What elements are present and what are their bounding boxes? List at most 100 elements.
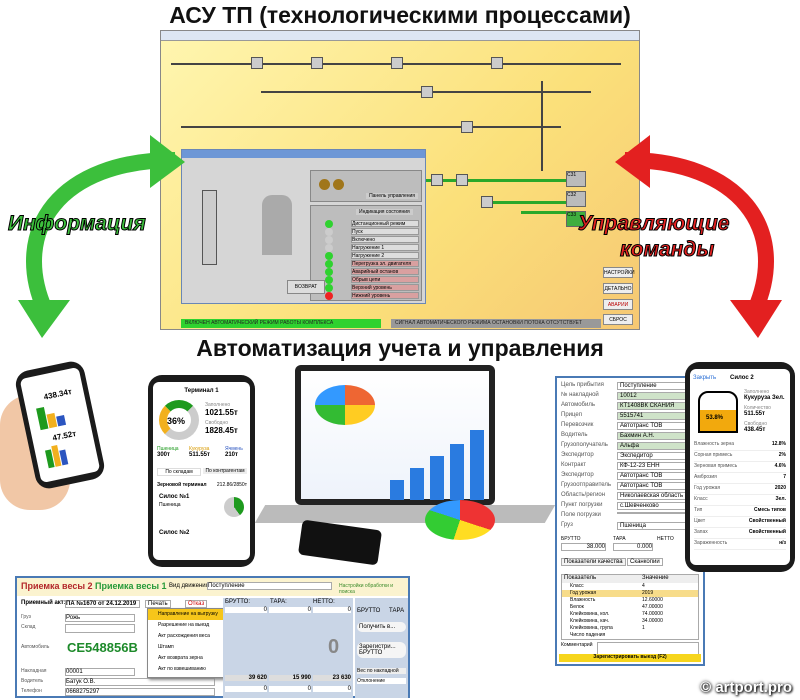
scada-window: С31 С32 С33 Панель управления Индикация … — [160, 30, 640, 330]
print-menu-item[interactable]: Акт по взвешиванию — [158, 666, 206, 672]
refuse-button[interactable]: Отказ — [185, 600, 208, 608]
tara-field[interactable]: 0.000 — [613, 543, 653, 551]
act-select[interactable]: ПА №1670 от 24.12.2019 — [65, 600, 140, 608]
field-label: Накладная — [21, 668, 47, 674]
silo-c31[interactable]: С31 — [566, 171, 586, 187]
status-lamp-icon — [325, 284, 333, 292]
field-label: Автомобиль — [21, 644, 50, 650]
tara-value[interactable]: 0 — [269, 607, 311, 613]
brutto-value[interactable]: 0 — [225, 607, 267, 613]
laptop-keyboard — [254, 505, 556, 523]
register-brutto-button[interactable]: Зарегистри... БРУТТО — [357, 642, 406, 658]
reset-button[interactable]: СБРОС — [603, 314, 633, 325]
indicator-label: Пуск — [351, 228, 419, 235]
form-row: Поле погрузки — [561, 512, 699, 521]
status-lamp-icon — [325, 228, 333, 236]
terminal-title: Терминал 1 — [184, 388, 219, 394]
status-lamp-icon — [325, 268, 333, 276]
movement-select[interactable]: Поступление — [207, 582, 332, 590]
table-row[interactable]: Клейковина, кол.74.00000 — [570, 611, 663, 617]
tab-scale-1[interactable]: Приемка весы 1 — [95, 581, 167, 591]
right-arrowhead-bottom-icon — [730, 300, 782, 338]
driver-field[interactable]: Батук О.В. — [65, 678, 215, 686]
silo-c32[interactable]: С32 — [566, 191, 586, 207]
tab-by-warehouses[interactable]: По складам — [157, 468, 201, 476]
invoice-field[interactable]: 00001 — [65, 668, 135, 676]
field-label: Склад — [21, 624, 36, 630]
tab-quality[interactable]: Показатели качества — [561, 558, 626, 566]
fill-percent: 36% — [167, 416, 186, 426]
stop-signal-status: СИГНАЛ АВТОМАТИЧЕСКОГО РЕЖИМА ОСТАНОВКИ … — [391, 319, 601, 328]
silo-2-item[interactable]: Силос №2 — [159, 530, 190, 536]
tab-scale-2[interactable]: Приемка весы 2 — [21, 581, 93, 591]
commands-label-1: Управляющие — [577, 212, 730, 236]
status-lamp-icon — [325, 276, 333, 284]
silo-1-pie — [224, 497, 244, 517]
field-label: Груз — [21, 614, 31, 620]
alarms-button[interactable]: АВАРИИ — [603, 299, 633, 310]
weighing-app-header: Приемка весы 2 Приемка весы 1 Вид движен… — [17, 578, 408, 596]
return-button[interactable]: ВОЗВРАТ — [287, 280, 325, 294]
netto-total: 23 630 — [313, 675, 351, 681]
indicator-label: Включено — [351, 236, 419, 243]
middle-title: Автоматизация учета и управления — [196, 335, 604, 361]
top-title: АСУ ТП (технологическими процессами) — [169, 2, 631, 28]
settings-link[interactable]: Настройки обработки и поиска — [339, 583, 394, 595]
register-exit-button[interactable]: Зарегистрировать выезд (F2) — [559, 654, 701, 662]
cargo-field[interactable]: Рожь — [65, 614, 135, 622]
print-menu-item[interactable]: Штамп — [158, 644, 174, 650]
status-lamp-icon — [325, 220, 333, 228]
silo-c33[interactable]: С33 — [566, 211, 586, 227]
tab-by-counterparties[interactable]: По контрагентам — [203, 468, 247, 474]
tara-total: 15 990 — [269, 675, 311, 681]
scale-reading: 0 — [328, 636, 340, 658]
details-button[interactable]: ДЕТАЛЬНО — [603, 283, 633, 294]
print-menu-item[interactable]: Акт расхождения веса — [158, 633, 210, 639]
smartphone-on-desk — [297, 519, 383, 566]
phone-field[interactable]: 0668275297 — [65, 688, 215, 696]
right-arrow-icon — [624, 152, 774, 314]
print-menu-item[interactable]: Акт возврата зерна — [158, 655, 203, 661]
table-row[interactable]: Число падения — [570, 632, 606, 638]
control-panel-label[interactable]: Панель управления — [366, 193, 418, 199]
settings-button[interactable]: НАСТРОЙКИ — [603, 267, 635, 278]
netto-value[interactable]: 0 — [313, 607, 351, 613]
status-lamp-icon — [325, 236, 333, 244]
print-button[interactable]: Печать — [145, 600, 171, 608]
silo-1-item[interactable]: Силос №1 — [159, 494, 190, 500]
right-arrowhead-icon — [615, 135, 650, 188]
close-link[interactable]: Закрыть — [693, 375, 717, 381]
brutto-total: 39 620 — [225, 675, 267, 681]
radio-brutto[interactable]: БРУТТО — [357, 608, 381, 614]
radio-tara[interactable]: ТАРА — [389, 608, 405, 614]
print-menu-item[interactable]: Направление на выгрузку — [148, 609, 226, 620]
brutto-field[interactable]: 38.000 — [561, 543, 606, 551]
status-lamp-icon — [325, 252, 333, 260]
print-menu-item[interactable]: Разрешение на выезд — [158, 622, 210, 628]
table-row[interactable]: Клейковина, кач.34.00000 — [570, 618, 663, 624]
terminal-phone: Терминал 1 36% Заполнено 1021.55т Свобод… — [148, 375, 255, 567]
get-weight-button[interactable]: Получить в... — [357, 622, 406, 632]
warehouse-field[interactable] — [65, 624, 135, 633]
tab-scans[interactable]: Сканкопии — [627, 558, 663, 566]
